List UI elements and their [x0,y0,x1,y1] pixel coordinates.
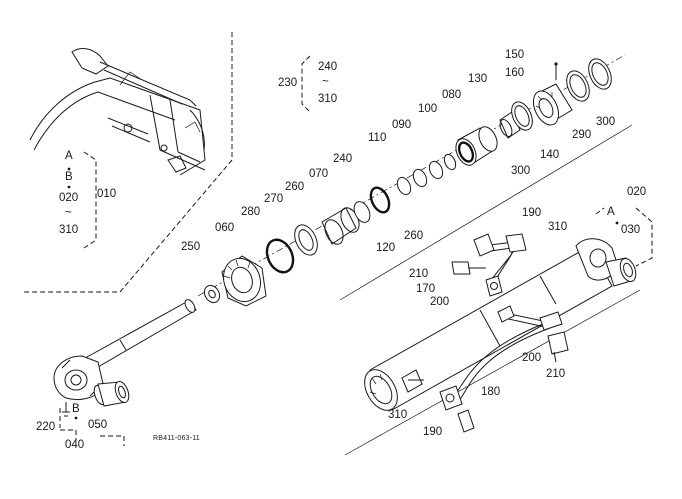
seal-pack [321,201,371,245]
pipe-clamp [401,369,424,393]
part-label-200: 200 [430,296,450,308]
part-label-060: 060 [215,222,235,234]
part-label-240: 240 [318,61,338,73]
piston [455,126,498,166]
part-label-310: 310 [318,93,338,105]
ref-label-b: B [65,171,73,183]
part-label-050: 050 [88,419,108,431]
part-label-220: 220 [36,421,56,433]
part-label-110: 110 [368,132,387,144]
ref-leaders [83,151,97,249]
part-label-090: 090 [392,119,412,131]
part-label-310: 310 [548,221,568,233]
grease-nipple [62,402,70,417]
part-label-150: 150 [505,49,525,61]
part-label-070: 070 [309,168,329,180]
cylinder-head [221,255,267,307]
o-ring-large [265,238,295,274]
part-label-290: 290 [572,129,592,141]
range-bracket [301,55,311,113]
part-label-190: 190 [423,426,443,438]
piston-rod [53,299,197,401]
reference-frame [24,32,233,293]
part-label-120: 120 [376,242,396,254]
part-label-300: 300 [596,116,616,128]
part-label-280: 280 [241,206,261,218]
drawing-code: RB411-063-11 [153,435,200,442]
part-label-030: 030 [621,224,641,236]
part-label-310: 310 [59,224,79,236]
ref-dots [67,167,619,420]
part-label-180: 180 [481,386,501,398]
part-label-260: 260 [285,181,305,193]
upper-pipe [451,233,527,297]
piston-head [532,62,573,126]
part-label-160: 160 [505,67,525,79]
o-ring [369,186,391,214]
part-label-080: 080 [442,89,462,101]
range-tilde: ~ [65,207,72,219]
ref-label-b: B [72,403,80,415]
part-label-020: 020 [627,186,647,198]
ref-bracket-bottom [59,408,125,446]
part-label-230: 230 [278,77,298,89]
lower-fitting [547,331,569,363]
part-label-310: 310 [388,409,408,421]
range-tilde: ~ [322,76,329,88]
ref-label-a: A [607,206,615,218]
part-label-270: 270 [264,193,284,205]
part-label-240: 240 [333,153,353,165]
part-label-010: 010 [97,188,117,200]
wear-ring [511,101,533,131]
part-label-210: 210 [409,268,429,280]
rod-nut [203,284,221,304]
part-label-020: 020 [59,192,79,204]
part-label-200: 200 [522,352,542,364]
piston-parts [396,153,457,196]
part-label-300: 300 [511,165,531,177]
hydraulic-pipe [439,305,563,433]
part-label-190: 190 [522,207,542,219]
part-label-210: 210 [546,368,566,380]
part-label-250: 250 [181,241,201,253]
part-label-140: 140 [540,149,560,161]
part-label-170: 170 [416,283,436,295]
piston-rings [566,58,612,102]
part-label-260: 260 [404,230,424,242]
part-label-100: 100 [418,103,438,115]
tube-bushing [605,257,637,287]
ref-bracket-right [595,207,653,267]
boom-assembly-sketch [29,48,206,176]
ref-label-a: A [65,150,73,162]
backup-ring [294,224,318,256]
piston-nut [499,111,521,139]
part-label-040: 040 [65,439,85,451]
bushing [93,380,130,407]
part-label-130: 130 [468,73,488,85]
